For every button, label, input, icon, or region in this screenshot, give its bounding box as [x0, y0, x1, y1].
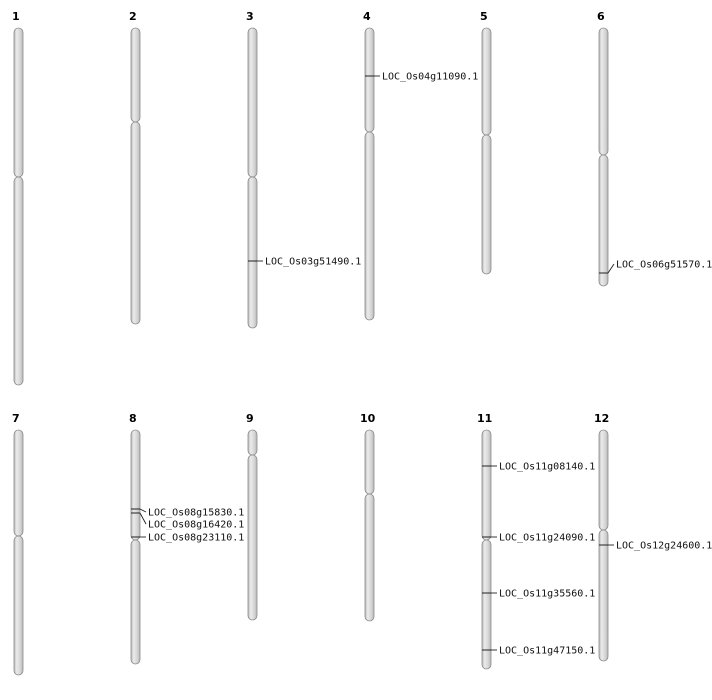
- gene-label: LOC_Os04g11090.1: [382, 72, 478, 83]
- chromosome-arm-top: [598, 27, 609, 156]
- chromosome-10: 10: [360, 412, 376, 622]
- chromosome-number: 4: [363, 10, 371, 23]
- chromosome-number: 9: [246, 412, 254, 425]
- gene-label: LOC_Os06g51570.1: [616, 260, 712, 271]
- chromosome-arm-top: [130, 429, 141, 541]
- chromosome-arm-bottom: [247, 454, 258, 621]
- chromosome-number: 10: [360, 412, 376, 425]
- gene-label: LOC_Os11g08140.1: [499, 462, 595, 473]
- gene-label: LOC_Os11g47150.1: [499, 646, 595, 657]
- chromosome-arm-bottom: [481, 539, 492, 670]
- chromosome-arm-top: [13, 429, 24, 537]
- gene-leader-line: [607, 263, 615, 274]
- chromosome-arm-bottom: [247, 176, 258, 329]
- gene-leader-line: [139, 512, 147, 525]
- gene-label: LOC_Os08g23110.1: [148, 533, 244, 544]
- chromosome-number: 7: [12, 412, 20, 425]
- chromosome-number: 2: [129, 10, 137, 23]
- chromosome-arm-top: [247, 27, 258, 178]
- chromosome-number: 3: [246, 10, 254, 23]
- chromosome-number: 6: [597, 10, 605, 23]
- gene-label: LOC_Os11g24090.1: [499, 533, 595, 544]
- chromosome-arm-bottom: [481, 134, 492, 275]
- chromosome-number: 12: [594, 412, 609, 425]
- chromosome-arm-top: [130, 27, 141, 123]
- gene-label: LOC_Os11g35560.1: [499, 589, 595, 600]
- chromosome-number: 8: [129, 412, 137, 425]
- gene-label: LOC_Os08g16420.1: [148, 520, 244, 531]
- chromosome-arm-top: [364, 429, 375, 495]
- chromosome-arm-bottom: [364, 131, 375, 321]
- chromosome-arm-bottom: [130, 121, 141, 325]
- chromosome-arm-top: [364, 27, 375, 133]
- gene-label: LOC_Os08g15830.1: [148, 508, 244, 519]
- chromosome-arm-top: [598, 429, 609, 531]
- chromosome-number: 11: [477, 412, 492, 425]
- chromosome-arm-bottom: [13, 176, 24, 386]
- chromosome-9: 9: [246, 412, 258, 621]
- gene-label: LOC_Os12g24600.1: [616, 541, 712, 552]
- chromosome-arm-bottom: [130, 539, 141, 665]
- chromosome-7: 7: [12, 412, 24, 676]
- chromosome-arm-bottom: [364, 493, 375, 622]
- chromosome-number: 5: [480, 10, 488, 23]
- chromosome-11: 11LOC_Os11g08140.1LOC_Os11g24090.1LOC_Os…: [477, 412, 595, 670]
- gene-label: LOC_Os03g51490.1: [265, 257, 361, 268]
- chromosome-arm-bottom: [13, 535, 24, 676]
- chromosome-8: 8LOC_Os08g15830.1LOC_Os08g16420.1LOC_Os0…: [129, 412, 244, 665]
- chromosome-arm-top: [247, 429, 258, 456]
- chromosome-number: 1: [12, 10, 20, 23]
- chromosome-arm-top: [481, 27, 492, 136]
- chromosome-1: 1: [12, 10, 24, 386]
- chromosome-2: 2: [129, 10, 141, 325]
- gene-leader-line: [139, 508, 147, 513]
- chromosome-5: 5: [480, 10, 492, 275]
- chromosome-arm-bottom: [598, 154, 609, 287]
- chromosome-arm-top: [13, 27, 24, 178]
- chromosome-arm-bottom: [598, 529, 609, 662]
- chromosome-arm-top: [481, 429, 492, 541]
